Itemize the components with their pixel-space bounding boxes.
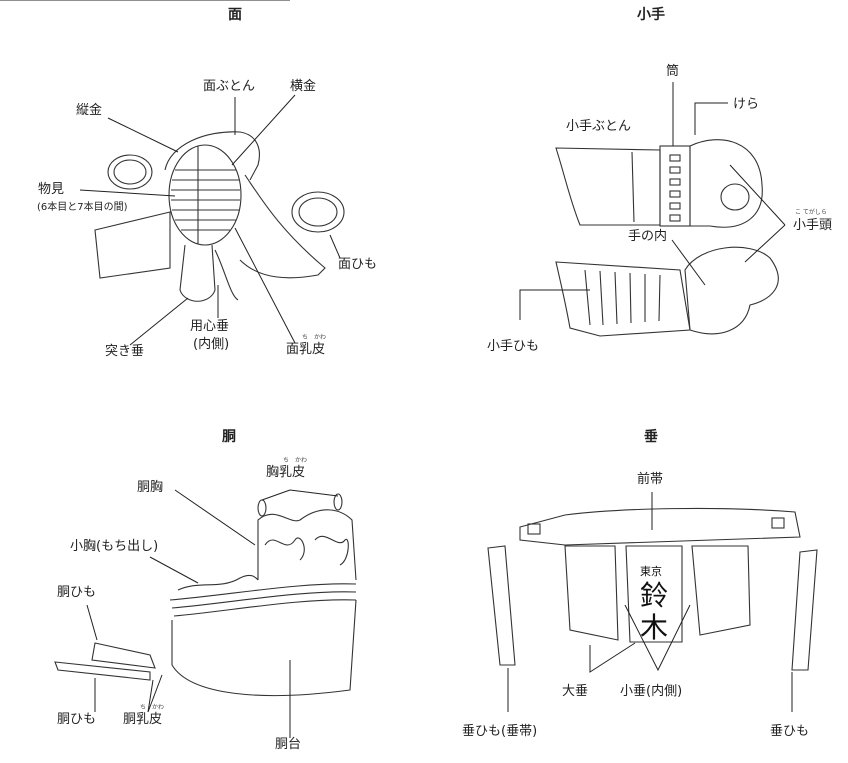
label-monomi: 物見 [38, 182, 65, 197]
do-mune-pattern [264, 535, 349, 566]
tare-odare-right [691, 545, 751, 636]
label-maeobi: 前帯 [637, 472, 664, 487]
kote-title: 小手 [637, 7, 665, 23]
men-right-flap [239, 174, 326, 279]
men-tsukidare [179, 244, 216, 302]
kote-lower-laces [584, 269, 661, 326]
label-tare-himo-left: 垂ひも(垂帯) [462, 724, 538, 739]
label-kodare: 小垂(内側) [620, 684, 683, 699]
label-kote-futon: 小手ぶとん [566, 119, 632, 134]
kote-upper-tsutsu [659, 145, 691, 227]
do-dodai [171, 599, 357, 697]
tare-buckle-right [771, 517, 785, 529]
do-illustration [0, 0, 357, 738]
nameplate-region: 東京 [640, 565, 662, 578]
kote-lower-head [684, 246, 779, 335]
label-kera: けら [733, 97, 760, 112]
label-dodai: 胴台 [275, 737, 302, 752]
furigana-do-chikawa: ち かわ [140, 704, 165, 711]
furigana-kotegashira: こ てがしら [795, 209, 827, 216]
label-do-himo-top: 胴ひも [57, 585, 97, 600]
kote-upper-head [689, 139, 763, 228]
do-title: 胴 [222, 429, 236, 445]
label-do-himo-bottom: 胴ひも [57, 712, 97, 727]
tare-himo-right [791, 549, 818, 671]
nameplate-name-2: 木 [640, 611, 669, 644]
label-do-chikawa: 胴乳皮 [123, 712, 163, 727]
tare-odare-left [564, 545, 619, 641]
tare-kodare-center [625, 545, 683, 643]
label-monomi-note: (6本目と7本目の間) [37, 202, 128, 213]
do-komune [177, 574, 259, 591]
label-kote-himo: 小手ひも [487, 339, 540, 354]
men-himo-coil-left-inner [113, 159, 147, 185]
do-mune-chikawa-left [257, 499, 267, 517]
kote-upper-futon [555, 147, 661, 226]
tare-buckle-left [527, 523, 541, 535]
men-title: 面 [228, 7, 242, 23]
men-himo-coil-right [291, 191, 345, 233]
label-mune-chikawa: 胸乳皮 [266, 465, 306, 480]
label-tsukidare: 突き垂 [105, 344, 145, 359]
kote-lower-body [555, 261, 691, 337]
label-tenouchi: 手の内 [628, 229, 668, 244]
do-himo-lower [54, 661, 151, 681]
label-tategane: 縦金 [76, 103, 103, 118]
label-men-himo: 面ひも [338, 257, 378, 272]
label-men-futon: 面ぶとん [203, 79, 256, 94]
label-domune: 胴胸 [137, 480, 164, 495]
label-kotegashira: 小手頭 [793, 218, 833, 233]
tare-title: 垂 [644, 429, 658, 445]
label-komune: 小胸(もち出し) [70, 539, 159, 554]
men-himo-coil-left [107, 154, 153, 190]
men-himo-coil-right-inner [298, 197, 338, 227]
label-yojindare: 用心垂 [190, 319, 230, 334]
tare-illustration [487, 492, 818, 712]
label-odare: 大垂 [562, 684, 589, 699]
label-tsutsu: 筒 [666, 64, 680, 79]
furigana-men-chikawa: ち かわ [302, 334, 327, 341]
tare-maeobi [519, 507, 801, 546]
men-yojindare [214, 249, 239, 301]
kote-tsutsu-holes [669, 154, 681, 222]
label-yojindare-note: (内側) [193, 337, 230, 352]
tare-himo-left [487, 545, 516, 666]
furigana-mune-chikawa: ち かわ [283, 457, 308, 464]
kote-upper-thumb [720, 183, 750, 211]
do-mune [257, 509, 357, 581]
kote-illustration [519, 82, 786, 337]
do-mune-chikawa-right [333, 493, 343, 511]
label-tare-himo-right: 垂ひも [770, 724, 810, 739]
do-himo-loop [91, 642, 156, 669]
men-illustration [79, 94, 345, 346]
men-left-flap [94, 211, 171, 279]
men-futon [164, 131, 260, 181]
men-grille [168, 144, 242, 246]
nameplate-name-1: 鈴 [640, 579, 669, 612]
label-men-chikawa: 面乳皮 [286, 342, 326, 357]
do-bands [169, 583, 357, 617]
label-yokogane: 横金 [290, 79, 317, 94]
men-yokogane [171, 169, 240, 231]
